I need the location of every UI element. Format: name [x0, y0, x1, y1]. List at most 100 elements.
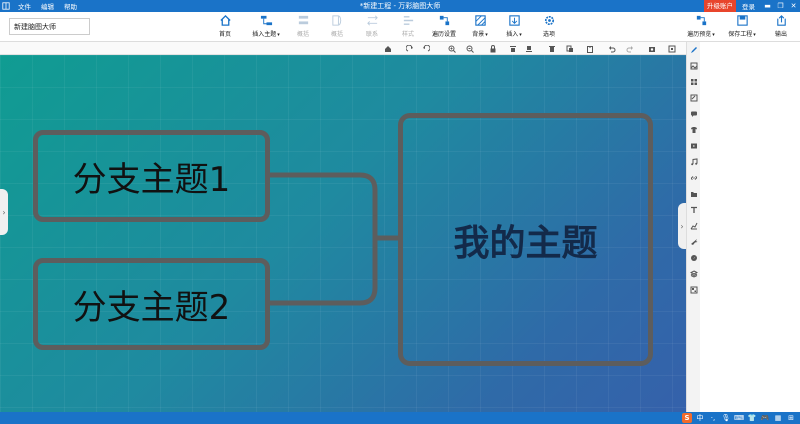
- insert-topic-button[interactable]: 插入主题▾: [246, 14, 286, 40]
- grid-icon[interactable]: ▦: [774, 414, 782, 422]
- main-toolbar: 首页 插入主题▾ 概括 概括 联系 样式 遍历设置 背景▾ 插入▾ 选项 遍历预: [0, 12, 800, 42]
- link-icon[interactable]: [689, 173, 699, 183]
- outline-button[interactable]: 概括: [321, 14, 353, 40]
- menu-help[interactable]: 帮助: [64, 3, 77, 11]
- right-panel-toggle[interactable]: ›: [678, 203, 686, 249]
- close-icon[interactable]: ✕: [790, 2, 797, 10]
- redo-icon[interactable]: [625, 44, 635, 53]
- tour-preview-icon: [696, 15, 706, 26]
- tour-settings-icon: [439, 15, 449, 26]
- comment-icon[interactable]: [689, 109, 699, 119]
- punctuation-icon[interactable]: ·,: [710, 414, 716, 422]
- tour-preview-button[interactable]: 遍历预览▾: [684, 14, 718, 40]
- save-icon: [736, 15, 748, 26]
- upgrade-account-button[interactable]: 升级账户: [704, 0, 736, 12]
- sogou-ime-icon[interactable]: S: [682, 413, 692, 423]
- app-logo-icon: [0, 0, 12, 12]
- folder-icon[interactable]: [689, 189, 699, 199]
- background-label: 背景: [472, 31, 485, 38]
- zoom-in-icon[interactable]: [447, 44, 457, 53]
- window-title: *新建工程 - 万彩脑图大师: [359, 2, 441, 10]
- fullscreen-icon[interactable]: [667, 44, 677, 53]
- document-name-input[interactable]: [9, 18, 90, 35]
- chevron-down-icon: ▾: [485, 32, 488, 38]
- menu-edit[interactable]: 编辑: [41, 3, 54, 11]
- system-tray: S 中 ·, 🎙 ⌨ 👕 🎮 ▦ ⊞: [682, 412, 796, 424]
- airplane-icon[interactable]: [689, 237, 699, 247]
- background-icon: [474, 15, 486, 26]
- menu-file[interactable]: 文件: [18, 3, 31, 11]
- restore-icon[interactable]: ❐: [777, 2, 784, 10]
- chart-icon[interactable]: [689, 221, 699, 231]
- background-button[interactable]: 背景▾: [464, 14, 496, 40]
- video-icon[interactable]: [689, 141, 699, 151]
- summary-button[interactable]: 概括: [287, 14, 319, 40]
- rotate-right-icon[interactable]: [405, 44, 415, 53]
- insert-topic-icon: [260, 15, 272, 26]
- chevron-right-icon: ›: [680, 221, 684, 231]
- align-bottom-icon[interactable]: [524, 44, 534, 53]
- export-label: 输出: [774, 31, 787, 38]
- title-bar: 文件 编辑 帮助 *新建工程 - 万彩脑图大师 升级账户 登录 ▬ ❐ ✕: [0, 0, 800, 12]
- summary-label: 概括: [296, 31, 309, 38]
- canvas-toolbar: [0, 42, 686, 55]
- branch-topic-1[interactable]: 分支主题1: [33, 130, 270, 222]
- delete-icon[interactable]: [547, 44, 557, 53]
- lock-icon[interactable]: [488, 44, 498, 53]
- right-tool-sidebar: [686, 42, 700, 412]
- note-icon[interactable]: [689, 93, 699, 103]
- outline-label: 概括: [330, 31, 343, 38]
- apps-icon[interactable]: ⊞: [788, 414, 794, 422]
- home-icon: [219, 14, 231, 26]
- layers-icon[interactable]: [689, 269, 699, 279]
- style-button[interactable]: 样式: [392, 14, 424, 40]
- style-icon: [403, 16, 413, 25]
- undo-icon[interactable]: [607, 44, 617, 53]
- chevron-down-icon: ▾: [753, 32, 756, 38]
- qrcode-icon[interactable]: [689, 285, 699, 295]
- tour-settings-button[interactable]: 遍历设置: [427, 14, 461, 40]
- home-button[interactable]: 首页: [209, 14, 241, 40]
- chevron-down-icon: ▾: [712, 32, 715, 38]
- mindmap-canvas[interactable]: 分支主题1 分支主题2 我的主题 › ›: [0, 55, 686, 412]
- main-topic[interactable]: 我的主题: [398, 113, 653, 366]
- insert-label: 插入: [506, 31, 519, 38]
- compass-icon[interactable]: [689, 253, 699, 263]
- save-project-button[interactable]: 保存工程▾: [724, 14, 760, 40]
- left-panel-toggle[interactable]: ›: [0, 189, 8, 235]
- relation-icon: [366, 15, 378, 26]
- layout-icon[interactable]: [689, 77, 699, 87]
- microphone-icon[interactable]: 🎙: [721, 414, 731, 422]
- copy-icon[interactable]: [565, 44, 575, 53]
- paste-icon[interactable]: [585, 44, 595, 53]
- screenshot-icon[interactable]: [647, 44, 657, 53]
- relation-label: 联系: [365, 31, 378, 38]
- save-project-label: 保存工程: [728, 31, 753, 38]
- shirt-icon[interactable]: [689, 125, 699, 135]
- branch-topic-2[interactable]: 分支主题2: [33, 258, 270, 350]
- home-view-icon[interactable]: [383, 44, 393, 53]
- text-icon[interactable]: [689, 205, 699, 215]
- image-icon[interactable]: [689, 61, 699, 71]
- align-top-icon[interactable]: [508, 44, 518, 53]
- gamepad-icon[interactable]: 🎮: [760, 414, 770, 422]
- chevron-down-icon: ▾: [519, 32, 522, 38]
- insert-icon: [508, 15, 520, 26]
- summary-icon: [298, 15, 308, 25]
- relation-button[interactable]: 联系: [356, 14, 388, 40]
- skin-icon[interactable]: 👕: [747, 414, 757, 422]
- insert-topic-label: 插入主题: [252, 31, 277, 38]
- rotate-left-icon[interactable]: [421, 44, 431, 53]
- minimize-icon[interactable]: ▬: [764, 2, 771, 10]
- chinese-input-icon[interactable]: 中: [696, 414, 704, 422]
- export-button[interactable]: 输出: [765, 14, 797, 40]
- keyboard-icon[interactable]: ⌨: [733, 414, 745, 422]
- options-button[interactable]: 选项: [533, 14, 565, 40]
- music-icon[interactable]: [689, 157, 699, 167]
- status-bar: S 中 ·, 🎙 ⌨ 👕 🎮 ▦ ⊞: [0, 412, 800, 424]
- edit-icon[interactable]: [689, 45, 699, 55]
- login-button[interactable]: 登录: [742, 3, 755, 11]
- insert-button[interactable]: 插入▾: [498, 14, 530, 40]
- zoom-out-icon[interactable]: [465, 44, 475, 53]
- properties-panel: [700, 42, 800, 412]
